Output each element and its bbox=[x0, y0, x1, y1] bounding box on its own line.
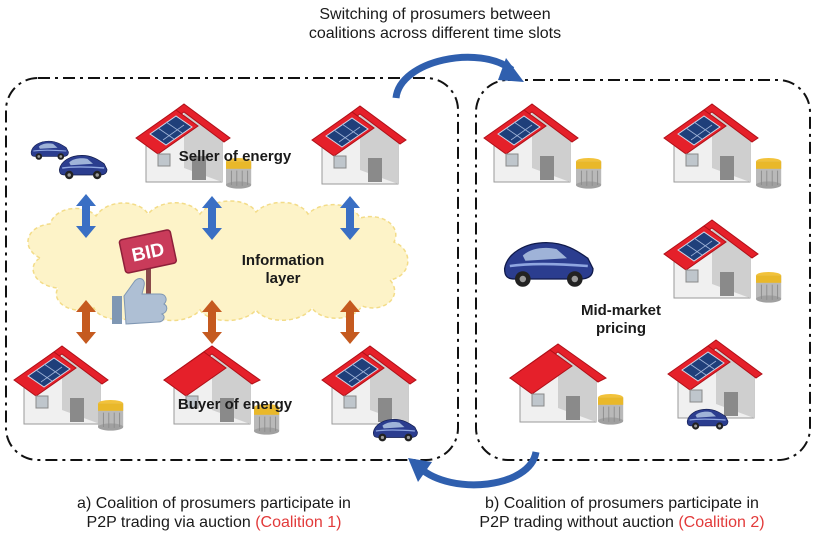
car-icon-2 bbox=[58, 154, 108, 180]
caption-b-text: P2P trading without auction bbox=[479, 514, 679, 532]
bid-sign-icon: BID bbox=[118, 229, 177, 314]
house-icon-right-2 bbox=[663, 103, 759, 183]
house-icon-right-1 bbox=[483, 103, 579, 183]
caption-a-text: P2P trading via auction bbox=[86, 514, 256, 532]
coalition-2-tag: (Coalition 2) bbox=[678, 514, 765, 532]
thumbs-up-icon bbox=[112, 278, 168, 325]
battery-icon-right-3 bbox=[755, 271, 782, 304]
switch-arrow-bottom bbox=[417, 450, 540, 489]
pricing-label-line2: pricing bbox=[595, 320, 646, 337]
information-cloud bbox=[27, 200, 409, 322]
coalition-1-tag: (Coalition 1) bbox=[255, 514, 342, 532]
caption-a: a) Coalition of prosumers participate in… bbox=[14, 494, 414, 532]
house-icon-right-5 bbox=[667, 339, 763, 419]
house-icon-buyer-1 bbox=[13, 345, 109, 425]
switch-arrow-bottom-head bbox=[408, 458, 432, 482]
information-layer-label: Information layer bbox=[218, 252, 348, 288]
caption-b-line2: P2P trading without auction (Coalition 2… bbox=[428, 513, 816, 532]
switch-arrow-top bbox=[392, 53, 515, 99]
information-label-line2: layer bbox=[265, 270, 301, 287]
pricing-label-line1: Mid-market bbox=[580, 302, 662, 319]
coalition-1-boundary bbox=[5, 77, 459, 461]
buyer-label: Buyer of energy bbox=[177, 396, 293, 413]
house-icon-seller-1 bbox=[135, 103, 231, 183]
house-icon-buyer-3 bbox=[321, 345, 417, 425]
battery-icon-right-2 bbox=[755, 157, 782, 190]
switching-caption-line2: coalitions across different time slots bbox=[308, 25, 562, 43]
battery-icon-buyer-1 bbox=[97, 399, 124, 432]
car-icon-1 bbox=[30, 140, 70, 161]
switching-caption: Switching of prosumers between coalition… bbox=[270, 5, 600, 43]
house-icon-right-4 bbox=[509, 343, 607, 423]
switching-caption-line1: Switching of prosumers between bbox=[319, 6, 551, 23]
coalition-2-boundary bbox=[475, 79, 811, 461]
information-label-line1: Information bbox=[241, 252, 325, 269]
caption-a-line1: a) Coalition of prosumers participate in bbox=[77, 495, 351, 512]
switch-arrow-top-head bbox=[498, 58, 524, 82]
caption-a-line2: P2P trading via auction (Coalition 1) bbox=[14, 513, 414, 532]
seller-label: Seller of energy bbox=[178, 148, 292, 165]
mid-market-pricing-label: Mid-market pricing bbox=[556, 302, 686, 338]
battery-icon-right-4 bbox=[597, 393, 624, 426]
house-icon-right-3 bbox=[663, 219, 759, 299]
car-icon-large bbox=[503, 241, 595, 289]
caption-b: b) Coalition of prosumers participate in… bbox=[428, 494, 816, 532]
house-icon-seller-2 bbox=[311, 105, 407, 185]
battery-icon-right-1 bbox=[575, 157, 602, 190]
caption-b-line1: b) Coalition of prosumers participate in bbox=[485, 495, 759, 512]
